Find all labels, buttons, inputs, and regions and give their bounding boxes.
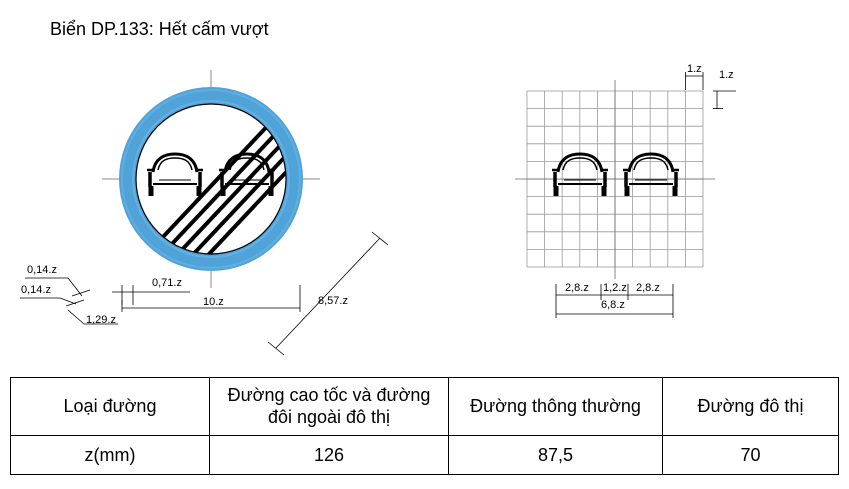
dim-cell-w: 1.z bbox=[687, 63, 702, 75]
dim-diag: 8,57.z bbox=[318, 295, 348, 307]
dim-cell-h: 1.z bbox=[719, 69, 734, 81]
dim-stroke: 1,29.z bbox=[86, 314, 116, 326]
right-grid bbox=[515, 80, 715, 279]
grid-car-right-icon bbox=[623, 154, 679, 196]
table-header-row: Loại đường Đường cao tốc và đường đôi ng… bbox=[10, 377, 839, 436]
sign-drawing: 0,14.z 0,14.z 1,29.z 0,71.z 10.z 8,57.z bbox=[20, 63, 736, 356]
header-urban-road: Đường đô thị bbox=[662, 377, 839, 436]
right-dimensions bbox=[555, 72, 736, 318]
dim-ring-top: 0,14.z bbox=[27, 264, 57, 276]
value-normal-road: 87,5 bbox=[448, 434, 663, 476]
dim-total: 6,8.z bbox=[601, 299, 625, 311]
value-expressway: 126 bbox=[209, 434, 449, 476]
value-urban-road: 70 bbox=[662, 434, 839, 476]
table-row: z(mm) 126 87,5 70 bbox=[10, 434, 839, 476]
size-table: Loại đường Đường cao tốc và đường đôi ng… bbox=[10, 377, 839, 476]
dim-border: 0,71.z bbox=[152, 277, 182, 289]
sign-title: Biển DP.133: Hết cấm vượt bbox=[50, 19, 269, 39]
left-dimensions bbox=[20, 231, 389, 356]
dim-width: 10.z bbox=[203, 296, 224, 308]
blue-ring bbox=[119, 87, 303, 271]
dim-car-left: 2,8.z bbox=[565, 282, 589, 294]
dim-gap: 1,2.z bbox=[603, 282, 627, 294]
row-label: z(mm) bbox=[10, 434, 210, 476]
left-sign bbox=[102, 70, 320, 288]
dim-ring-bottom: 0,14.z bbox=[21, 284, 51, 296]
header-road-type: Loại đường bbox=[10, 377, 210, 436]
header-normal-road: Đường thông thường bbox=[448, 377, 663, 436]
header-expressway: Đường cao tốc và đường đôi ngoài đô thị bbox=[209, 377, 449, 436]
dim-car-right: 2,8.z bbox=[636, 282, 660, 294]
